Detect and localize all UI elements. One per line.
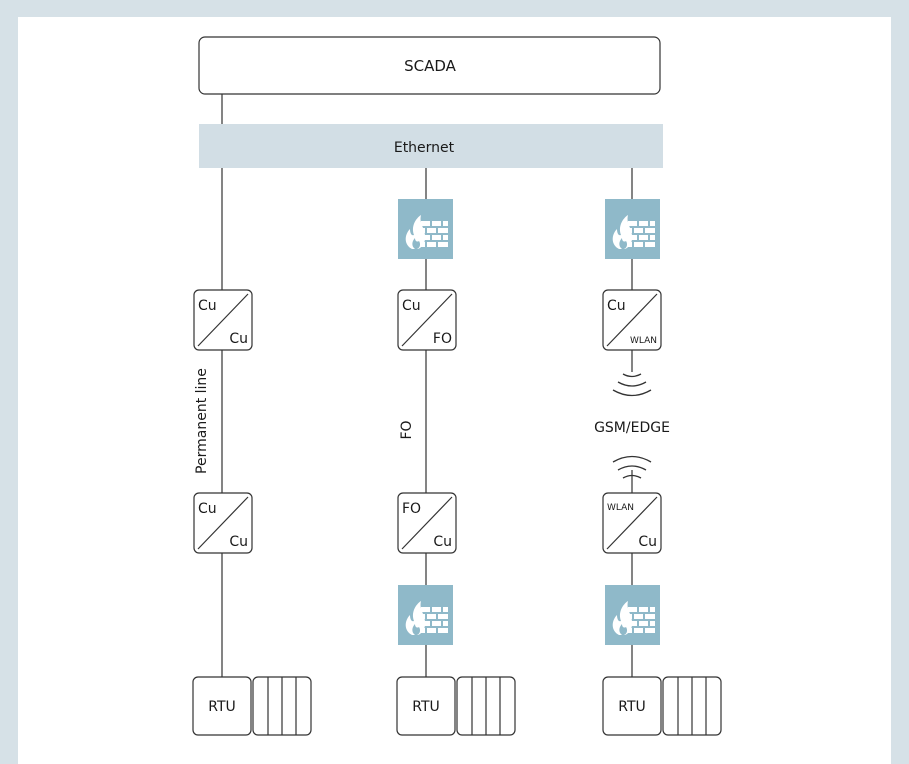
firewall-icon xyxy=(605,199,660,259)
firewall-icon xyxy=(605,585,660,645)
rtu-label: RTU xyxy=(412,699,440,715)
gsm-edge-label: GSM/EDGE xyxy=(594,420,670,436)
converter-top-label: Cu xyxy=(198,298,217,314)
rtu-label: RTU xyxy=(208,699,236,715)
branch-3-lower-converter[interactable]: WLAN Cu xyxy=(602,492,662,554)
scada-label: SCADA xyxy=(404,57,457,75)
converter-top-label: Cu xyxy=(198,501,217,517)
converter-top-label: Cu xyxy=(607,298,626,314)
converter-bottom-label: Cu xyxy=(229,331,248,347)
branch-2-upper-converter[interactable]: Cu FO xyxy=(397,289,457,351)
wireless-signal-icon xyxy=(612,455,652,479)
converter-bottom-label: Cu xyxy=(229,534,248,550)
branch-1-lower-converter[interactable]: Cu Cu xyxy=(193,492,253,554)
converter-top-label: WLAN xyxy=(607,503,634,513)
fo-label: FO xyxy=(399,420,415,439)
wireless-signal-icon xyxy=(612,373,652,397)
converter-top-label: FO xyxy=(402,501,421,517)
converter-bottom-label: WLAN xyxy=(630,336,657,346)
permanent-line-label: Permanent line xyxy=(194,368,210,474)
ethernet-label: Ethernet xyxy=(394,140,455,156)
branch-2-rtu[interactable]: RTU xyxy=(396,676,516,736)
converter-bottom-label: Cu xyxy=(638,534,657,550)
firewall-icon xyxy=(398,585,453,645)
branch-3-rtu[interactable]: RTU xyxy=(602,676,722,736)
branch-3-upper-converter[interactable]: Cu WLAN xyxy=(602,289,662,351)
branch-1-rtu[interactable]: RTU xyxy=(192,676,312,736)
branch-2-lower-converter[interactable]: FO Cu xyxy=(397,492,457,554)
firewall-icon xyxy=(398,199,453,259)
rtu-label: RTU xyxy=(618,699,646,715)
branch-1-upper-converter[interactable]: Cu Cu xyxy=(193,289,253,351)
converter-top-label: Cu xyxy=(402,298,421,314)
converter-bottom-label: Cu xyxy=(433,534,452,550)
converter-bottom-label: FO xyxy=(433,331,452,347)
scada-box[interactable]: SCADA xyxy=(198,36,661,95)
ethernet-bar: Ethernet xyxy=(199,124,663,168)
